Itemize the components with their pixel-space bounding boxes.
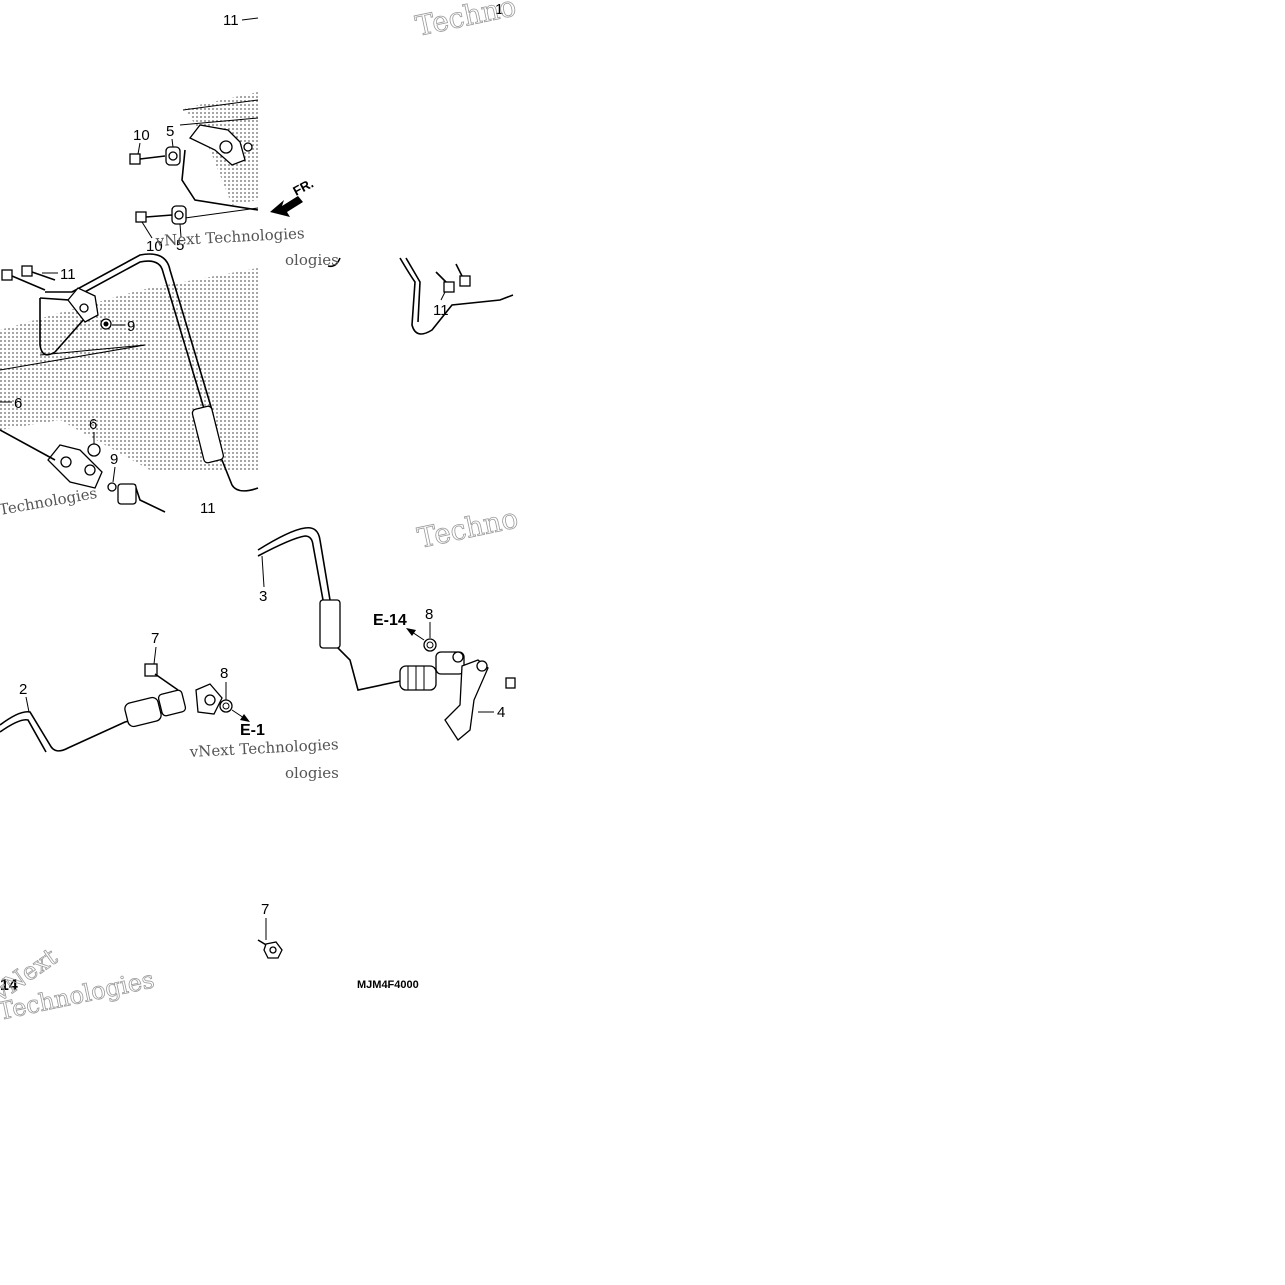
collar-5-upper	[165, 146, 181, 166]
callout-8-right: 8	[425, 606, 433, 623]
diagram-code: MJM4F4000	[357, 979, 419, 991]
callout-5-upper: 5	[166, 123, 174, 140]
arrow-e14	[411, 631, 425, 641]
collar-6-lower	[87, 443, 101, 457]
bolt-10-upper	[129, 153, 166, 165]
clamp-hole	[219, 140, 233, 154]
callout-7-upper: 7	[151, 630, 159, 647]
bracket-4	[444, 659, 516, 741]
bolts-11-right	[435, 263, 471, 293]
ref-e14-right: E-14	[373, 612, 407, 629]
callout-6-left: 6	[14, 395, 22, 412]
callout-7-bottom: 7	[261, 901, 269, 918]
hose-fitting-left	[124, 683, 223, 728]
panel-middle-right: 11	[327, 257, 514, 335]
callout-2: 2	[19, 681, 27, 698]
pipe-3-outline	[257, 526, 406, 691]
panel-lower-right: 3 E-14 8 4	[257, 526, 516, 741]
watermarks: Techno vNext Technologies Technologies T…	[0, 0, 521, 1026]
ref-e14-left: E-1	[240, 722, 265, 739]
hose-fitting-right	[399, 651, 465, 691]
callout-5-lower: 5	[176, 237, 184, 254]
callout-11-right: 11	[433, 302, 449, 319]
watermark-text-3: Technologies	[0, 484, 98, 519]
callout-1-top: 1	[495, 1, 503, 18]
pipe-sleeve	[191, 405, 225, 464]
bracket-outline	[181, 149, 259, 211]
bolts-11-left	[1, 265, 56, 291]
ref-e14-bottom: 14	[0, 977, 18, 994]
panel-top-left: FR. 11 1 10 5 10 5	[129, 1, 503, 255]
callout-8-left: 8	[220, 665, 228, 682]
bolt-10-lower	[135, 211, 173, 223]
watermark-text-7: ologies	[285, 251, 339, 269]
panel-lower-left: 2 7 8 E-1	[0, 630, 265, 753]
clamp-part	[188, 124, 246, 166]
collar-5-lower	[171, 205, 187, 225]
callout-10-upper: 10	[133, 127, 150, 144]
pipe-2-outline	[0, 707, 181, 752]
clamp-lower	[47, 444, 103, 489]
callout-11-bottom: 11	[200, 500, 216, 517]
watermark-text-6: ologies	[285, 764, 339, 782]
front-arrow-icon	[270, 196, 303, 217]
watermark-text-4: Techno	[415, 501, 521, 554]
callout-4: 4	[497, 704, 505, 721]
callout-3: 3	[259, 588, 267, 605]
watermark-text-1: Techno	[413, 0, 519, 43]
front-indicator-label: FR.	[290, 176, 316, 199]
panel-bottom: 7 14 MJM4F4000	[0, 901, 419, 994]
pipe-3-sleeve	[319, 599, 341, 649]
panel-middle-left: 11 9 6 6 9 11	[0, 253, 259, 517]
pipe-main-outline	[39, 260, 259, 492]
callout-6-lower: 6	[89, 416, 97, 433]
watermark-text-5: vNext Technologies	[188, 735, 339, 761]
callout-11-top: 11	[223, 12, 239, 29]
callout-11-left: 11	[60, 266, 76, 283]
bolt-7-bottom	[257, 939, 283, 959]
arrow-e14-left	[231, 709, 245, 719]
callout-10-lower: 10	[146, 238, 163, 255]
pipe-right-outline	[399, 257, 514, 335]
bolt-7-upper	[144, 663, 179, 691]
washer-9-lower	[107, 482, 117, 492]
watermark-text-2: vNext Technologies	[154, 224, 305, 250]
callout-9-lower: 9	[110, 451, 118, 468]
callout-9-top: 9	[127, 318, 135, 335]
